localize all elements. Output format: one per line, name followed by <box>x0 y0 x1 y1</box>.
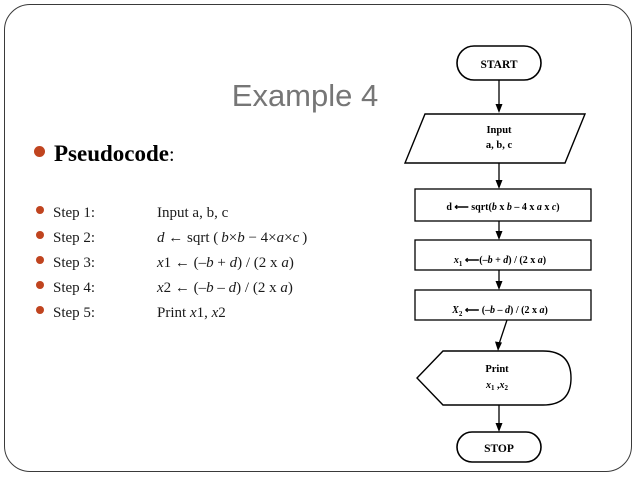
pseudocode-heading-text: Pseudocode <box>54 141 169 166</box>
pseudocode-heading-label: Pseudocode: <box>54 141 175 167</box>
step-label: Step 1: <box>53 205 96 221</box>
bullet-icon <box>36 281 44 289</box>
flowchart-node-start: START <box>456 45 542 81</box>
step-label: Step 5: <box>53 305 96 321</box>
step-label: Step 4: <box>53 280 96 296</box>
flowchart-input-line1: Input <box>486 125 512 136</box>
flowchart-arrow-processx1-processx2 <box>495 270 503 290</box>
step-label: Step 2: <box>53 230 96 246</box>
flowchart-node-print: Print x1 ,x2 <box>416 350 572 406</box>
flowchart-node-process-x2: X2 ⟵ (–b – d) / (2 x a) <box>414 289 592 321</box>
pseudocode-heading-colon: : <box>169 144 175 166</box>
step-value: Input a, b, c <box>157 205 229 221</box>
list-item: Step 5: Print x1, x2 <box>36 305 376 330</box>
step-value: x2 ← (–b – d) / (2 x a) <box>157 280 293 296</box>
flowchart-input-line2: a, b, c <box>486 140 513 151</box>
flowchart-arrow-print-stop <box>495 405 503 432</box>
flowchart-arrow-input-processd <box>495 163 503 189</box>
flowchart-process-x1-label: x1 ⟵(–b + d) / (2 x a) <box>453 255 546 268</box>
flowchart-process-x2-label: X2 ⟵ (–b – d) / (2 x a) <box>451 305 548 318</box>
step-value: x1 ← (–b + d) / (2 x a) <box>157 255 294 271</box>
bullet-icon <box>34 146 45 157</box>
flowchart-print-line2: x1 ,x2 <box>485 380 509 392</box>
step-value: Print x1, x2 <box>157 305 226 321</box>
flowchart-start-label: START <box>480 59 517 71</box>
bullet-icon <box>36 231 44 239</box>
flowchart-arrow-processd-processx1 <box>495 221 503 240</box>
bullet-icon <box>36 256 44 264</box>
step-label: Step 3: <box>53 255 96 271</box>
flowchart-node-process-d: d ⟵ sqrt(b x b – 4 x a x c) <box>414 188 592 222</box>
flowchart-print-line1: Print <box>485 364 509 375</box>
flowchart-node-process-x1: x1 ⟵(–b + d) / (2 x a) <box>414 239 592 271</box>
list-item: Step 3: x1 ← (–b + d) / (2 x a) <box>36 255 376 280</box>
flowchart-arrow-processx2-print <box>495 319 508 351</box>
page-title: Example 4 <box>231 78 379 113</box>
step-value: d ← sqrt ( b×b − 4×a×c ) <box>157 230 308 246</box>
pseudocode-heading: Pseudocode: <box>34 141 175 167</box>
flowchart: START Input a, b, c d ⟵ sqrt(b x <box>395 38 635 468</box>
flowchart-node-stop: STOP <box>456 431 542 463</box>
flowchart-node-input: Input a, b, c <box>403 113 587 164</box>
flowchart-arrow-start-input <box>495 80 503 113</box>
flowchart-stop-label: STOP <box>484 443 514 455</box>
steps-list: Step 1: Input a, b, c Step 2: d ← sqrt (… <box>36 205 376 330</box>
list-item: Step 1: Input a, b, c <box>36 205 376 230</box>
flowchart-process-d-label: d ⟵ sqrt(b x b – 4 x a x c) <box>446 202 559 213</box>
bullet-icon <box>36 306 44 314</box>
bullet-icon <box>36 206 44 214</box>
list-item: Step 2: d ← sqrt ( b×b − 4×a×c ) <box>36 230 376 255</box>
list-item: Step 4: x2 ← (–b – d) / (2 x a) <box>36 280 376 305</box>
